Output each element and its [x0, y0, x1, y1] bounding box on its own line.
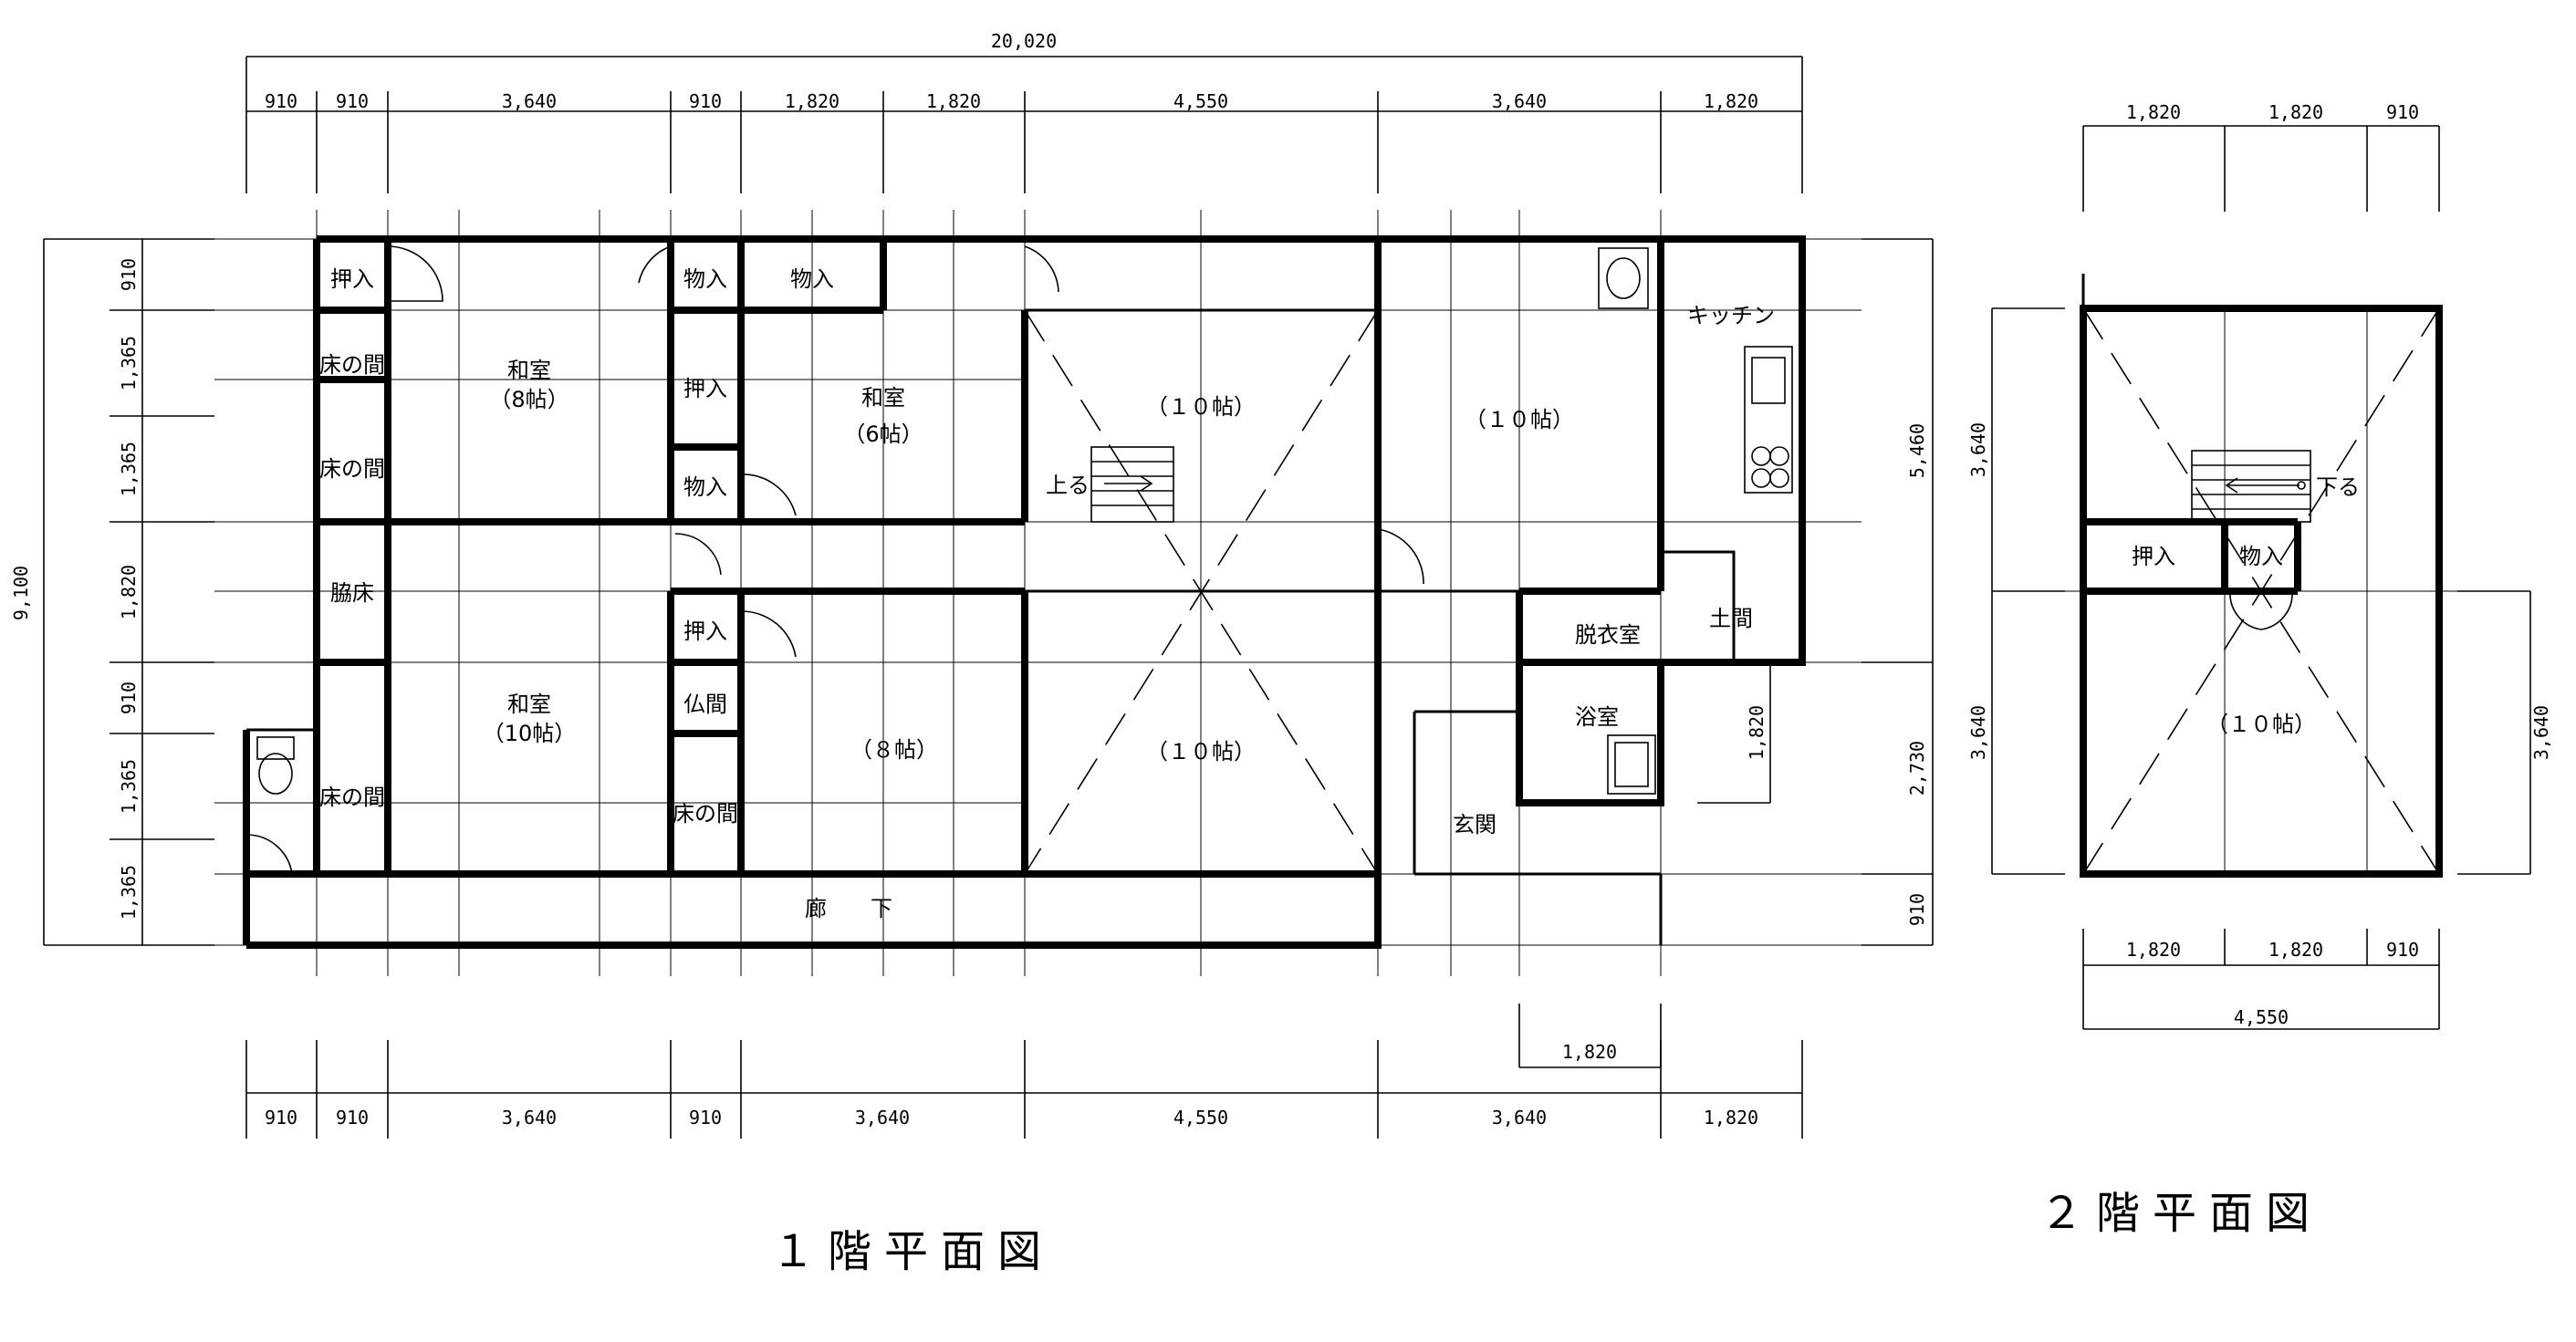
- label-butsuma: 仏間: [683, 692, 727, 717]
- label-washitsu6-b: （6帖）: [843, 421, 923, 447]
- floor1-bottom-dimensions: [245, 1004, 1803, 1139]
- floor2-walls: [2080, 274, 2443, 878]
- label-oshiire-b: 押入: [683, 376, 727, 401]
- floor2-doors: [2229, 590, 2293, 630]
- dim-bottom-7: 3,640: [1492, 1107, 1547, 1129]
- floor2-stairs: [2191, 450, 2311, 523]
- label-oshiire-a: 押入: [330, 266, 374, 292]
- label-noboru: 上る: [1046, 473, 1090, 498]
- label-tokonoma-c: 床の間: [319, 785, 385, 810]
- dim-top-5: 1,820: [785, 90, 840, 112]
- label-washitsu6-a: 和室: [861, 385, 905, 411]
- floor1-top-dimensions: [245, 56, 1803, 193]
- dim-top-9: 1,820: [1704, 90, 1758, 112]
- label-yokushitsu: 浴室: [1575, 704, 1619, 730]
- label-mono-a: 物入: [683, 266, 727, 292]
- label-kitchen: キッチン: [1687, 303, 1775, 328]
- label-room10-b: （１０帖）: [1146, 739, 1256, 765]
- floor2-side-dimensions: [1991, 307, 2531, 875]
- floor1-left-dimensions: [43, 238, 214, 946]
- label-washitsu8-a: 和室: [507, 358, 551, 383]
- toilet-icon: [256, 736, 295, 795]
- dim-top-7: 4,550: [1173, 90, 1228, 112]
- dim-left-total: 9,100: [10, 566, 32, 620]
- label-wakidoko: 脇床: [330, 580, 374, 606]
- dim-genkan-inner: 1,820: [1746, 705, 1768, 760]
- dim-bottom-extra: 1,820: [1562, 1041, 1617, 1063]
- dim2-left-2: 3,640: [1967, 705, 1989, 760]
- dim-left-5: 910: [118, 681, 140, 714]
- dim-right-2: 2,730: [1906, 741, 1928, 796]
- dim-right-1: 5,460: [1906, 423, 1928, 478]
- label-room8: （８帖）: [850, 737, 938, 763]
- label-tokonoma-d: 床の間: [673, 801, 738, 827]
- label-mono-b: 物入: [790, 266, 834, 292]
- label2-oshiire: 押入: [2132, 544, 2175, 569]
- dim2-bottom-3: 910: [2386, 939, 2419, 961]
- dim-left-7: 1,365: [118, 865, 140, 920]
- dim2-top-3: 910: [2386, 101, 2419, 123]
- floor1-doors: [245, 245, 1424, 875]
- label-oshiire-c: 押入: [683, 619, 727, 644]
- label2-room10: （１０帖）: [2206, 712, 2316, 737]
- label2-kudaru: 下る: [2316, 474, 2360, 500]
- dim2-bottom-1: 1,820: [2126, 939, 2181, 961]
- dim2-top-1: 1,820: [2126, 101, 2181, 123]
- floor1-stairs: [1090, 446, 1174, 523]
- dim-left-3: 1,365: [118, 442, 140, 496]
- dim-bottom-2: 910: [336, 1107, 369, 1129]
- dim-right-3: 910: [1906, 893, 1928, 926]
- dim-bottom-6: 4,550: [1173, 1107, 1228, 1129]
- dim-top-3: 3,640: [502, 90, 557, 112]
- dim-bottom-3: 3,640: [502, 1107, 557, 1129]
- dim2-left-1: 3,640: [1967, 422, 1989, 477]
- label-washitsu8-b: （8帖）: [489, 387, 568, 412]
- floor2-bottom-dimensions: [2082, 929, 2440, 1030]
- dim-top-1: 910: [265, 90, 297, 112]
- dim2-top-2: 1,820: [2268, 101, 2323, 123]
- label-washitsu10-b: （10帖）: [483, 721, 577, 746]
- label-mono-c: 物入: [683, 474, 727, 500]
- dim-left-6: 1,365: [118, 759, 140, 814]
- floor2-top-dimensions: [2082, 125, 2440, 212]
- label2-mono: 物入: [2239, 544, 2283, 569]
- dim-top-4: 910: [689, 90, 722, 112]
- label-datsuishitsu: 脱衣室: [1575, 622, 1641, 648]
- label-room10-a: （１０帖）: [1146, 394, 1256, 420]
- label-doma: 土間: [1709, 606, 1753, 631]
- dim-bottom-5: 3,640: [855, 1107, 910, 1129]
- dim-top-8: 3,640: [1492, 90, 1547, 112]
- floor1-walls: [243, 235, 1806, 949]
- dim-top-2: 910: [336, 90, 369, 112]
- sink-icon: [1598, 247, 1649, 309]
- label-rouka: 廊 下: [805, 896, 892, 921]
- floor2-ceiling-diagonals: [2082, 307, 2440, 875]
- dim-left-4: 1,820: [118, 565, 140, 619]
- dim2-bottom-total: 4,550: [2234, 1006, 2289, 1028]
- label-washitsu10-a: 和室: [507, 692, 551, 717]
- label-tokonoma-b: 床の間: [319, 456, 385, 482]
- dim-bottom-8: 1,820: [1704, 1107, 1758, 1129]
- dim-left-2: 1,365: [118, 336, 140, 390]
- dim-total-width: 20,020: [991, 30, 1057, 52]
- dim-top-6: 1,820: [926, 90, 981, 112]
- title-floor1: １階平面図: [771, 1226, 1054, 1277]
- label-genkan: 玄関: [1453, 812, 1497, 837]
- bathtub-icon: [1607, 734, 1656, 795]
- label-tokonoma-a: 床の間: [319, 352, 385, 378]
- floor1-ceiling-diagonals: [1024, 309, 1379, 875]
- dim-bottom-1: 910: [265, 1107, 297, 1129]
- kitchen-counter-icon: [1744, 346, 1793, 494]
- dim-bottom-4: 910: [689, 1107, 722, 1129]
- dim2-bottom-2: 1,820: [2268, 939, 2323, 961]
- label-room10-c: （１０帖）: [1465, 407, 1574, 432]
- title-floor2: ２階平面図: [2039, 1188, 2322, 1239]
- dim2-right: 3,640: [2530, 705, 2552, 760]
- dim-left-1: 910: [118, 258, 140, 291]
